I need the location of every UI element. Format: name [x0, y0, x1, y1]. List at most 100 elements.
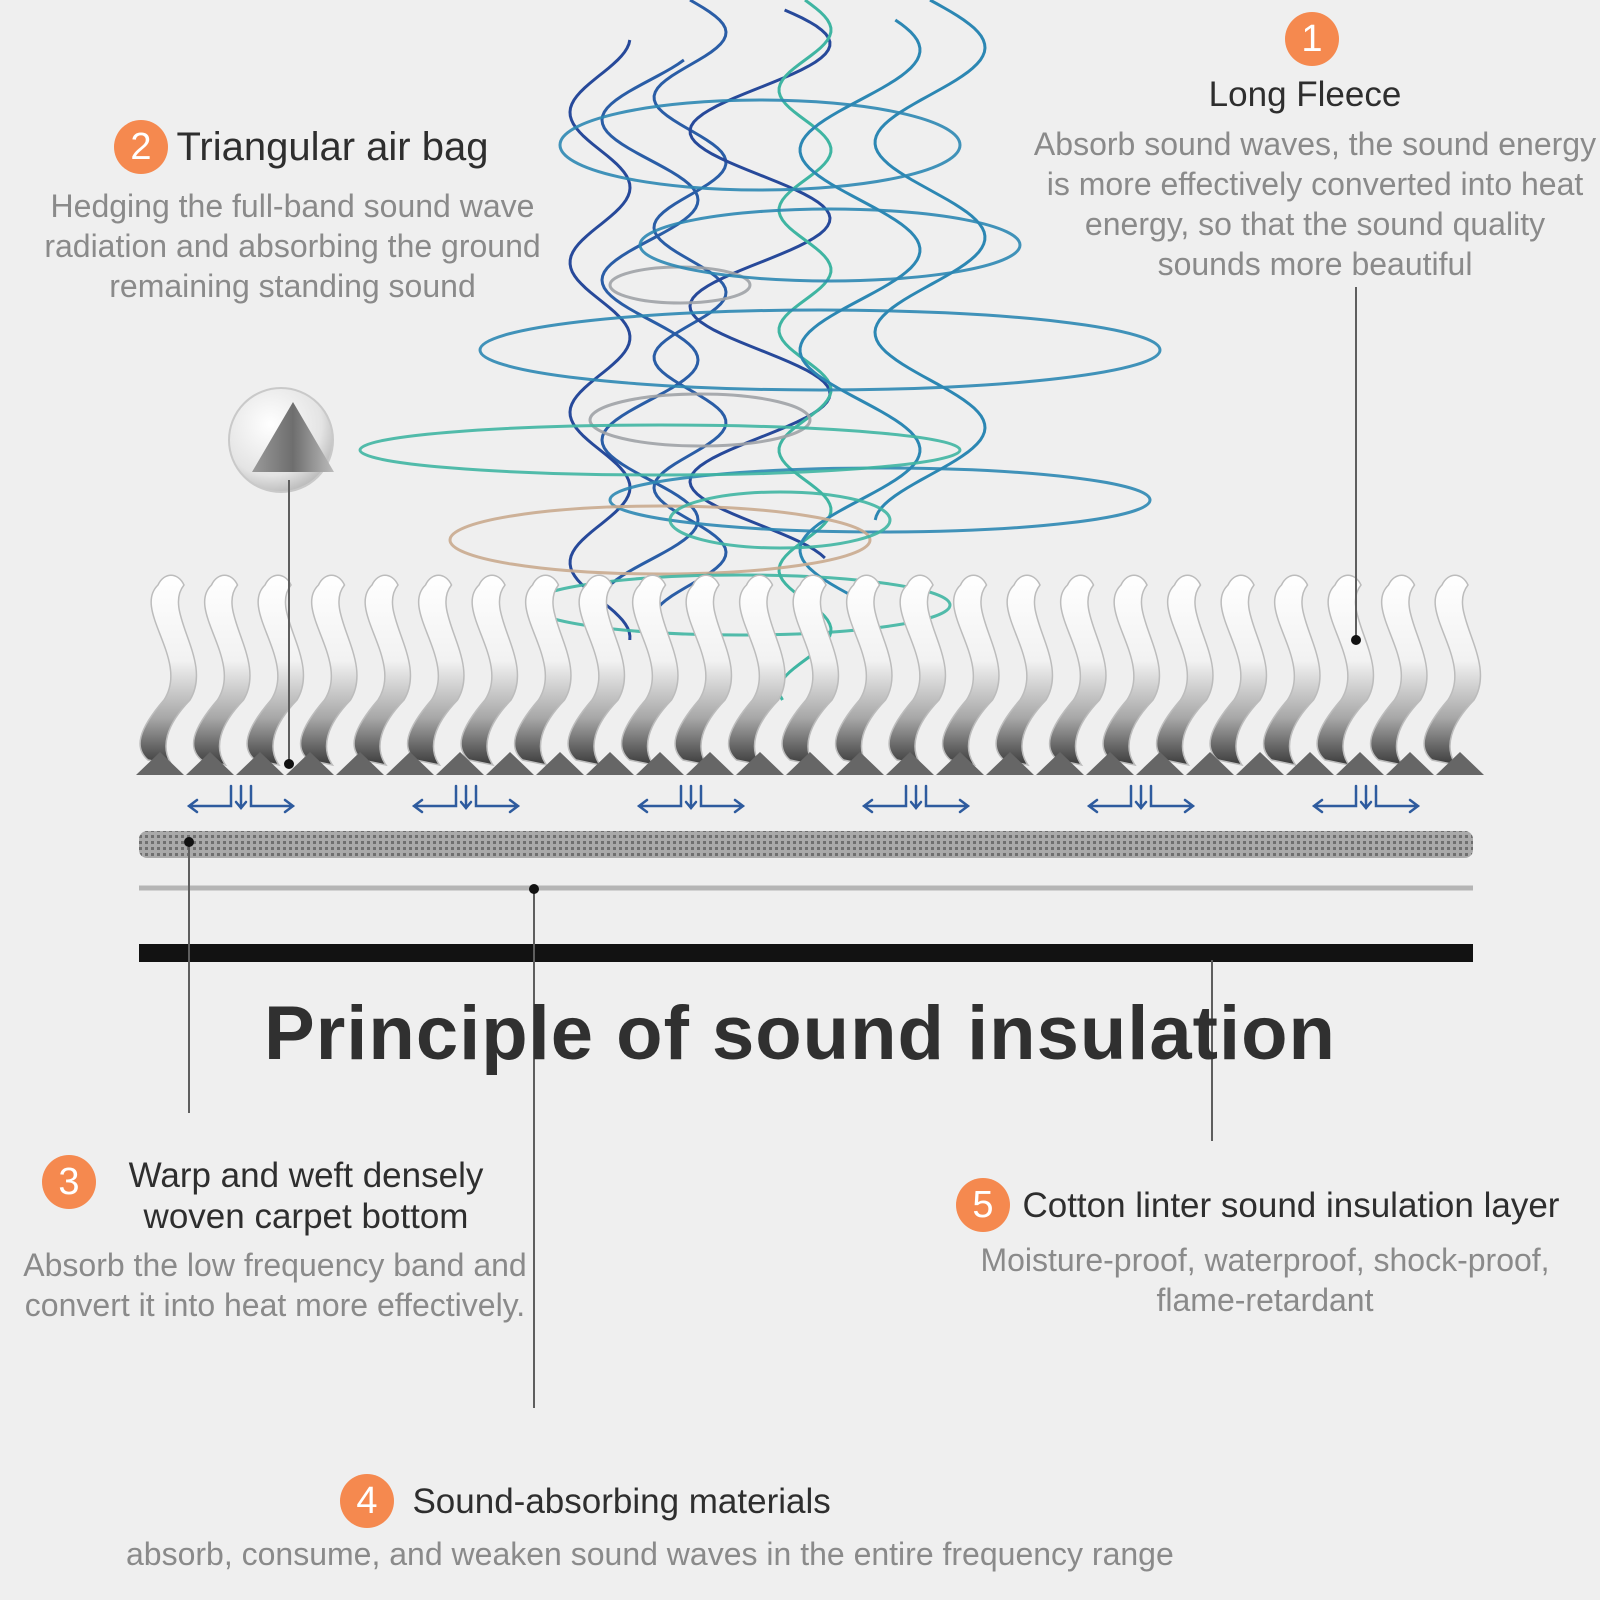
cotton-linter-layer-description: Moisture-proof, waterproof, shock-proof,…: [980, 1242, 1550, 1318]
fleece-fiber: [406, 574, 465, 767]
air-flow-arrow-group: [636, 784, 746, 814]
air-bag-triangle: [136, 752, 184, 775]
fleece-fiber: [1423, 574, 1482, 767]
fleece-fiber: [1316, 574, 1375, 767]
sound-absorbing-materials-title: Sound-absorbing materials: [412, 1481, 831, 1521]
fleece-fiber: [1155, 574, 1214, 767]
air-bag-triangle: [1336, 752, 1384, 775]
sound-wave-squiggle: [600, 58, 700, 601]
long-fleece-description: Absorb sound waves, the sound energy is …: [1033, 126, 1597, 282]
fleece-fiber: [192, 574, 251, 767]
sound-wave-loop: [448, 504, 872, 576]
sound-wave-loop: [588, 392, 812, 448]
badge-4: 4: [340, 1474, 394, 1528]
fleece-fiber: [727, 574, 786, 767]
fleece-fiber: [353, 574, 412, 767]
fleece-fiber: [941, 574, 1000, 767]
label-woven-carpet-bottom: 3 Warp and weft densely woven carpet bot…: [20, 1155, 530, 1325]
label-sound-absorbing-materials: 4 Sound-absorbing materials absorb, cons…: [100, 1474, 1390, 1574]
air-bag-triangle: [186, 752, 234, 775]
air-bag-triangle: [1086, 752, 1134, 775]
air-bag-triangle: [986, 752, 1034, 775]
air-bag-triangle: [586, 752, 634, 775]
air-bag-triangle: [1286, 752, 1334, 775]
sound-wave-loop: [478, 308, 1162, 392]
cotton-linter-layer-title: Cotton linter sound insulation layer: [1022, 1185, 1560, 1225]
air-bag-triangle: [686, 752, 734, 775]
fleece-fiber: [1209, 574, 1268, 767]
air-bag-triangle: [1436, 752, 1484, 775]
triangular-air-bags: [136, 752, 1484, 775]
badge-5: 5: [956, 1178, 1010, 1232]
label-cotton-linter-layer: 5 Cotton linter sound insulation layer M…: [940, 1178, 1590, 1320]
label-long-fleece: 1 Long Fleece Absorb sound waves, the so…: [1030, 12, 1600, 284]
air-bag-triangle: [386, 752, 434, 775]
fleece-fiber: [567, 574, 626, 767]
fleece-fiber: [513, 574, 572, 767]
fleece-fiber: [1262, 574, 1321, 767]
fleece-fiber: [834, 574, 893, 767]
air-bag-magnifier: [228, 387, 334, 493]
page-title: Principle of sound insulation: [264, 991, 1336, 1076]
air-bag-triangle: [1036, 752, 1084, 775]
air-bag-triangle: [486, 752, 534, 775]
badge-3: 3: [42, 1155, 96, 1209]
air-bag-triangle: [1186, 752, 1234, 775]
badge-1: 1: [1285, 12, 1339, 66]
air-flow-arrow-group: [1086, 784, 1196, 814]
fleece-fiber: [1102, 574, 1161, 767]
air-bag-triangle: [736, 752, 784, 775]
leader-lines: [188, 287, 1357, 1408]
sound-wave-loop: [638, 207, 1022, 283]
air-bag-triangle: [286, 752, 334, 775]
sound-wave-loop: [558, 98, 962, 192]
leader-dots: [184, 635, 1361, 894]
air-bag-triangle: [436, 752, 484, 775]
fleece-fiber: [995, 574, 1054, 767]
air-bag-triangle: [1136, 752, 1184, 775]
air-bag-triangle: [936, 752, 984, 775]
air-bag-triangle: [636, 752, 684, 775]
fleece-fiber: [888, 574, 947, 767]
sound-wave-loop: [608, 466, 1152, 534]
fleece-fiber: [1369, 574, 1428, 767]
woven-carpet-bottom-layer: [139, 831, 1473, 858]
air-flow-arrow-group: [186, 784, 296, 814]
air-bag-triangle: [836, 752, 884, 775]
fleece-fiber: [620, 574, 679, 767]
fleece-fiber: [460, 574, 519, 767]
sound-wave-squiggle: [873, 0, 987, 521]
long-fleece-fibers: [139, 574, 1482, 767]
fleece-fiber: [299, 574, 358, 767]
fleece-fiber: [139, 574, 198, 767]
air-flow-arrow-group: [411, 784, 521, 814]
fleece-fiber: [1048, 574, 1107, 767]
air-flow-arrows: [186, 784, 1421, 814]
label-triangular-air-bag: 2 Triangular air bag Hedging the full-ba…: [10, 120, 575, 306]
air-flow-arrow-group: [1311, 784, 1421, 814]
air-bag-triangle: [536, 752, 584, 775]
air-bag-triangle: [336, 752, 384, 775]
cotton-linter-layer: [139, 944, 1473, 962]
fleece-fiber: [674, 574, 733, 767]
air-bag-triangle: [886, 752, 934, 775]
air-flow-arrow-group: [861, 784, 971, 814]
long-fleece-title: Long Fleece: [1208, 75, 1402, 114]
sound-wave-squiggle: [568, 39, 632, 641]
fleece-fiber: [246, 574, 305, 767]
woven-carpet-bottom-title: Warp and weft densely woven carpet botto…: [128, 1156, 484, 1236]
sound-wave-loop: [668, 490, 892, 550]
triangular-air-bag-description: Hedging the full-band sound wave radiati…: [44, 188, 541, 304]
triangular-air-bag-title: Triangular air bag: [176, 124, 489, 169]
air-bag-triangle: [1236, 752, 1284, 775]
air-bag-triangle: [786, 752, 834, 775]
sound-wave-loop: [608, 265, 752, 305]
sound-wave-squiggle: [652, 0, 728, 621]
sound-wave-squiggle: [777, 0, 833, 701]
woven-carpet-bottom-description: Absorb the low frequency band and conver…: [23, 1247, 527, 1323]
air-bag-triangle: [1386, 752, 1434, 775]
sound-absorbing-materials-description: absorb, consume, and weaken sound waves …: [126, 1536, 1174, 1572]
fleece-fiber: [781, 574, 840, 767]
sound-wave-loop: [358, 423, 962, 477]
